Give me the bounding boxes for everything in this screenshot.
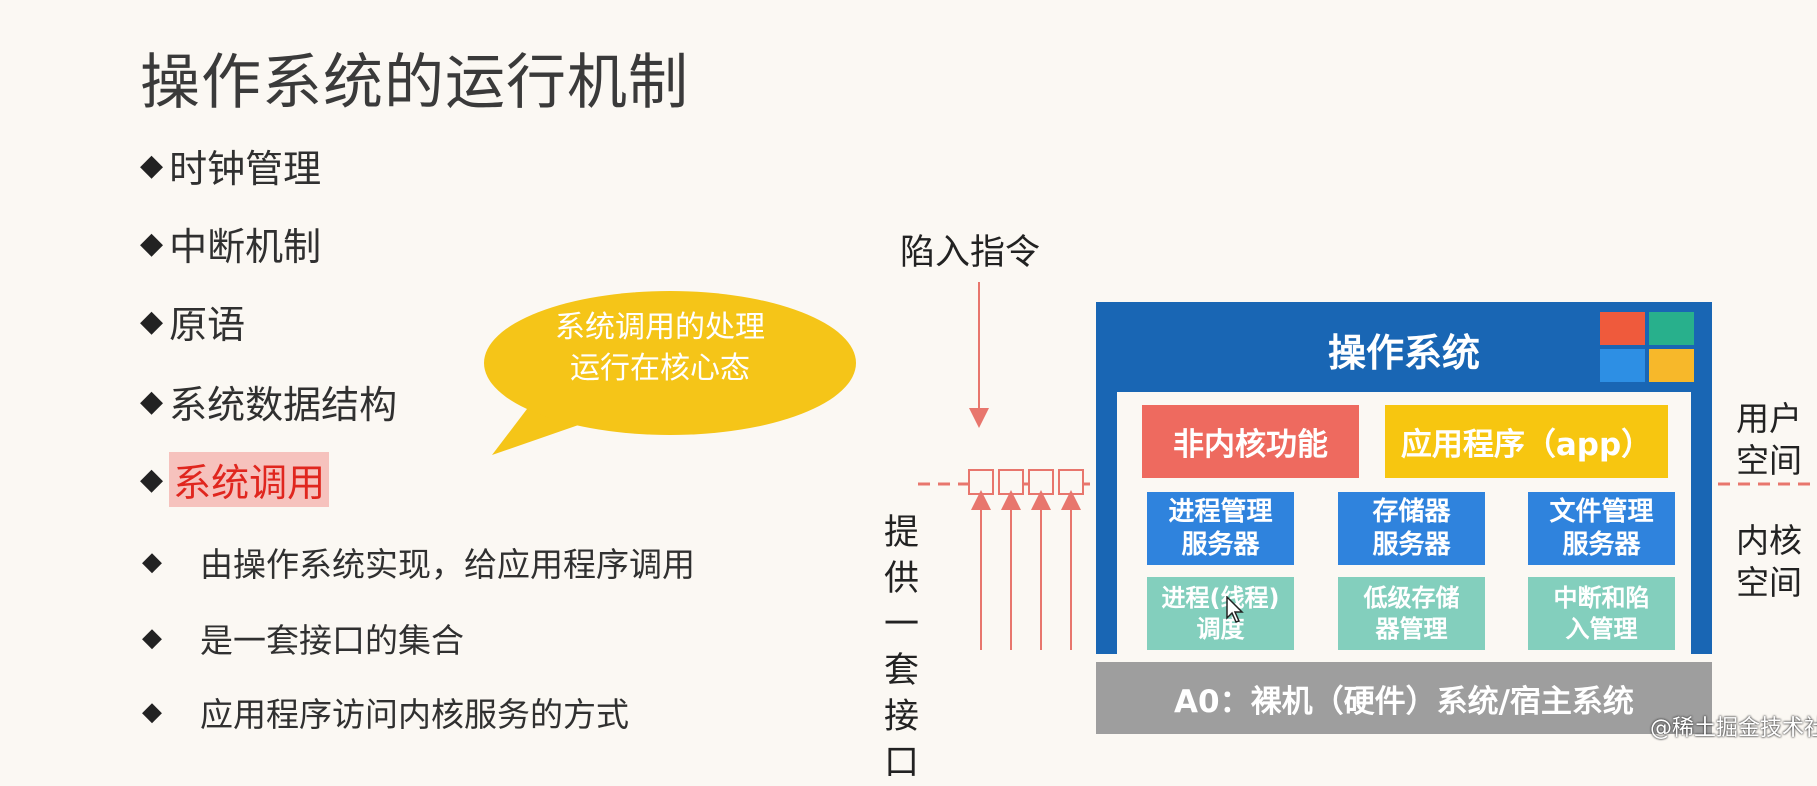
bullet-data-structure: ◆ 系统数据结构 [140,374,397,429]
slide-title: 操作系统的运行机制 [140,48,689,118]
sub-bullet-text: 由操作系统实现，给应用程序调用 [200,545,695,584]
os-title: 操作系统 [1327,331,1480,375]
user-space-line: 用户 [1736,399,1802,438]
watermark-text: @稀土掘金技术社区 [1650,716,1817,741]
interface-slot [968,469,994,495]
sub-bullet: ◆ 是一套接口的集合 [142,614,464,662]
interface-slot [1058,469,1084,495]
box-line: 进程(线程) [1161,583,1280,612]
diamond-bullet-icon: ◆ [142,623,162,653]
interrupt-trap-box: 中断和陷入管理 [1528,577,1675,650]
box-line: 进程管理 [1168,496,1273,527]
box-line: 服务器 [1372,529,1451,560]
hardware-layer: A0：裸机（硬件）系统/宿主系统 [1096,662,1712,734]
bubble-line-2: 运行在核心态 [570,351,750,386]
windows-logo-icon [1600,312,1696,384]
process-server-box: 进程管理服务器 [1147,492,1294,565]
diamond-bullet-icon: ◆ [140,384,164,419]
interface-slot [998,469,1024,495]
logo-tile-blue [1600,349,1645,382]
box-line: 文件管理 [1549,496,1654,527]
bullet-text: 原语 [169,303,246,347]
diamond-bullet-icon: ◆ [140,148,164,183]
sub-bullet: ◆ 应用程序访问内核服务的方式 [142,688,629,736]
process-scheduling-box: 进程(线程)调度 [1147,577,1294,650]
bullet-primitive: ◆ 原语 [140,294,245,349]
box-line: 低级存储 [1363,583,1460,612]
box-line: 器管理 [1375,614,1448,643]
box-line: 中断和陷 [1553,583,1650,612]
application-box: 应用程序（app） [1385,405,1668,478]
diamond-bullet-icon: ◆ [140,304,164,339]
user-space-label: 用户 空间 [1736,398,1816,482]
speech-bubble-text: 系统调用的处理 运行在核心态 [460,307,860,389]
logo-tile-green [1649,312,1694,345]
interface-slot [1028,469,1054,495]
diamond-bullet-icon: ◆ [142,697,162,727]
interface-label-line: 一套 [884,605,920,691]
storage-server-box: 存储器服务器 [1338,492,1485,565]
highlighted-bullet-text: 系统调用 [169,452,330,507]
user-space-line: 空间 [1736,441,1802,480]
kernel-space-label: 内核 空间 [1736,520,1816,604]
bullet-interrupt: ◆ 中断机制 [140,216,321,271]
kernel-space-line: 空间 [1736,563,1802,602]
sub-bullet-text: 应用程序访问内核服务的方式 [200,695,629,734]
low-level-storage-box: 低级存储器管理 [1338,577,1485,650]
diamond-bullet-icon: ◆ [142,547,162,577]
logo-tile-yellow [1649,349,1694,382]
bullet-system-call: ◆ 系统调用 [140,452,330,507]
diamond-bullet-icon: ◆ [140,462,164,497]
mouse-cursor-icon [1226,596,1244,623]
interface-label-line: 提供 [884,513,920,599]
diamond-bullet-icon: ◆ [140,226,164,261]
sub-bullet-text: 是一套接口的集合 [200,621,464,660]
box-line: 服务器 [1181,529,1260,560]
speech-bubble-shape [484,291,856,455]
box-line: 存储器 [1372,496,1451,527]
bullet-clock: ◆ 时钟管理 [140,138,321,193]
sub-bullet: ◆ 由操作系统实现，给应用程序调用 [142,538,695,586]
logo-tile-red [1600,312,1645,345]
non-kernel-function-box: 非内核功能 [1142,405,1359,478]
kernel-space-line: 内核 [1736,521,1802,560]
interface-label: 提供 一套 接口 [884,510,944,786]
bubble-line-1: 系统调用的处理 [555,310,765,345]
bullet-text: 中断机制 [169,225,322,269]
box-line: 服务器 [1562,529,1641,560]
bullet-text: 系统数据结构 [169,383,398,427]
bullet-text: 时钟管理 [169,147,322,191]
trap-instruction-label: 陷入指令 [900,233,1041,273]
file-server-box: 文件管理服务器 [1528,492,1675,565]
interface-label-line: 接口 [884,697,920,783]
box-line: 调度 [1196,614,1245,643]
box-line: 入管理 [1565,614,1638,643]
